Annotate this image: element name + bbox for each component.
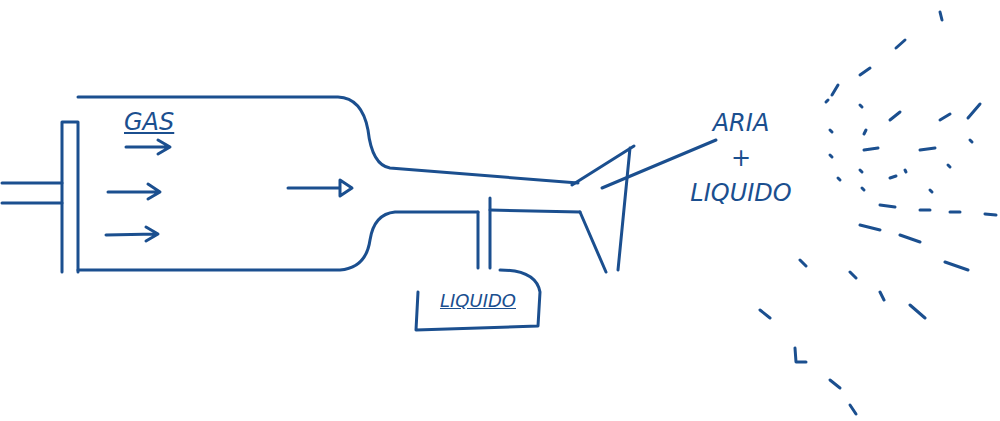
piston-plate <box>62 122 78 272</box>
node-text: GAS <box>124 108 350 136</box>
gas-chamber: GAS <box>80 100 350 268</box>
gas-arrow <box>108 184 160 199</box>
spray-droplets <box>760 12 996 414</box>
chamber-bottom <box>78 212 478 270</box>
inlet-pipe <box>2 183 62 203</box>
riser-tube <box>478 198 490 268</box>
chamber-top <box>78 97 578 183</box>
gas-arrow <box>288 180 352 196</box>
neck-bottom <box>490 210 580 212</box>
spray-horn <box>572 146 634 272</box>
callout-label: ARIA + LIQUIDO <box>676 106 806 210</box>
liquid-reservoir: LIQUIDO <box>418 286 538 326</box>
gas-arrow <box>126 140 170 154</box>
node-text: LIQUIDO <box>418 290 538 311</box>
gas-arrow <box>106 227 158 241</box>
reservoir-outline <box>416 270 540 330</box>
